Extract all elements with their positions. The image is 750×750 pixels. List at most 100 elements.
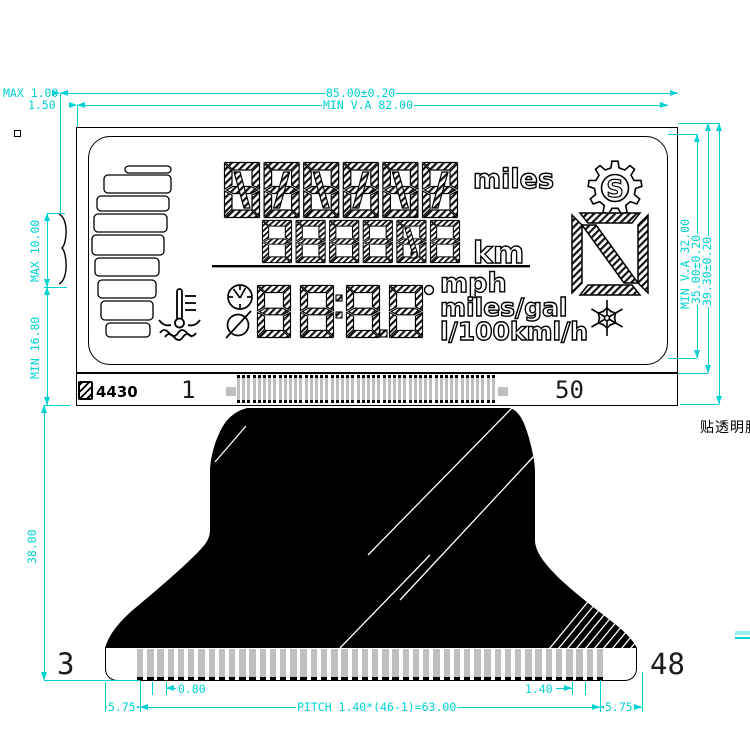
dim-38: 38.00	[25, 528, 39, 565]
ext-line-left-b	[77, 105, 78, 127]
pin	[341, 649, 348, 680]
pin	[242, 375, 246, 403]
pin-label-top-last: 50	[555, 376, 584, 404]
pin	[491, 375, 495, 403]
pin	[331, 649, 338, 680]
pin	[471, 375, 475, 403]
pin	[445, 375, 449, 403]
pin	[576, 649, 583, 680]
pin	[268, 375, 272, 403]
pin	[356, 375, 360, 403]
corner-marker-square	[14, 130, 21, 137]
pin	[208, 649, 215, 680]
pin	[443, 649, 450, 680]
fuel-gauge-icon	[91, 165, 172, 338]
pin	[504, 649, 512, 680]
dim-top-width: 85.00±0.20	[325, 86, 397, 100]
snowflake-icon	[591, 300, 623, 336]
pin	[372, 375, 376, 403]
pin	[555, 649, 563, 680]
unit-mph: mph	[440, 268, 507, 299]
pin	[188, 649, 195, 680]
edge-watermark	[735, 631, 750, 635]
clock-icon	[227, 284, 253, 310]
pin	[455, 375, 459, 403]
unit-miles: miles	[473, 164, 554, 195]
pin	[377, 375, 381, 403]
pin-label-top-first: 1	[181, 376, 196, 404]
gear-position-N	[571, 212, 649, 296]
pin	[361, 375, 365, 403]
pin	[403, 375, 407, 403]
pin	[218, 649, 226, 680]
dim-575-left: 5.75	[107, 700, 137, 714]
lcd-viewing-area	[88, 136, 668, 365]
note-transparent-tape: 贴透明胶	[700, 420, 750, 436]
pin	[290, 649, 297, 680]
pin	[387, 375, 391, 403]
pin	[423, 649, 430, 680]
pin	[515, 649, 522, 680]
dim-pitch: PITCH 1.40*(46-1)=63.00	[296, 700, 458, 714]
pin	[476, 375, 480, 403]
pin	[453, 649, 461, 680]
pin	[367, 375, 371, 403]
pin	[481, 375, 485, 403]
pin	[392, 649, 399, 680]
pin	[278, 375, 282, 403]
pin	[484, 649, 491, 680]
pin	[299, 375, 303, 403]
dim-line-393	[719, 123, 720, 404]
pin	[433, 649, 440, 680]
pin	[494, 649, 501, 680]
lcd-pin-ledge	[76, 373, 678, 406]
pin-label-bottom-last: 48	[650, 647, 685, 681]
pin	[259, 649, 266, 680]
pin	[257, 375, 261, 403]
pin	[450, 375, 454, 403]
dim-top-va-width: MIN V.A 82.00	[322, 98, 415, 112]
pin	[434, 375, 438, 403]
pin	[525, 649, 532, 680]
pin	[289, 375, 293, 403]
degree-icon	[423, 284, 435, 296]
dim-max-1: MAX 1.00	[2, 86, 60, 100]
top-pin-array	[237, 375, 497, 403]
pin	[465, 375, 469, 403]
pin	[361, 649, 369, 680]
pin	[429, 375, 433, 403]
pin	[167, 649, 175, 680]
pin	[460, 375, 464, 403]
gear-letter: S	[606, 175, 623, 203]
dim-min-168: MIN 16.80	[28, 315, 42, 380]
pin	[300, 649, 307, 680]
edge-watermark-underline	[735, 637, 750, 639]
pin	[535, 649, 542, 680]
pin	[249, 649, 256, 680]
pin	[294, 375, 298, 403]
pin	[346, 375, 350, 403]
pin	[413, 375, 417, 403]
pin	[402, 649, 410, 680]
pin	[412, 649, 420, 680]
segment-digits	[223, 161, 461, 339]
display-separator-line	[212, 265, 530, 268]
pin	[147, 649, 154, 680]
pin	[419, 375, 423, 403]
pin	[382, 375, 386, 403]
coolant-temperature-icon	[158, 288, 201, 341]
pin	[586, 649, 593, 680]
pin	[320, 649, 328, 680]
pin	[269, 649, 277, 680]
pin	[137, 649, 144, 680]
dim-080: 0.80	[177, 682, 207, 696]
pin	[237, 375, 241, 403]
pin	[596, 649, 604, 680]
dim-line-38	[44, 405, 45, 680]
lcd-glass-outline	[76, 127, 678, 373]
side-profile-bracket	[58, 213, 67, 285]
pin	[283, 375, 287, 403]
fpc-flex-tail	[105, 408, 637, 648]
unit-miles-gal: miles/gal	[440, 293, 568, 322]
